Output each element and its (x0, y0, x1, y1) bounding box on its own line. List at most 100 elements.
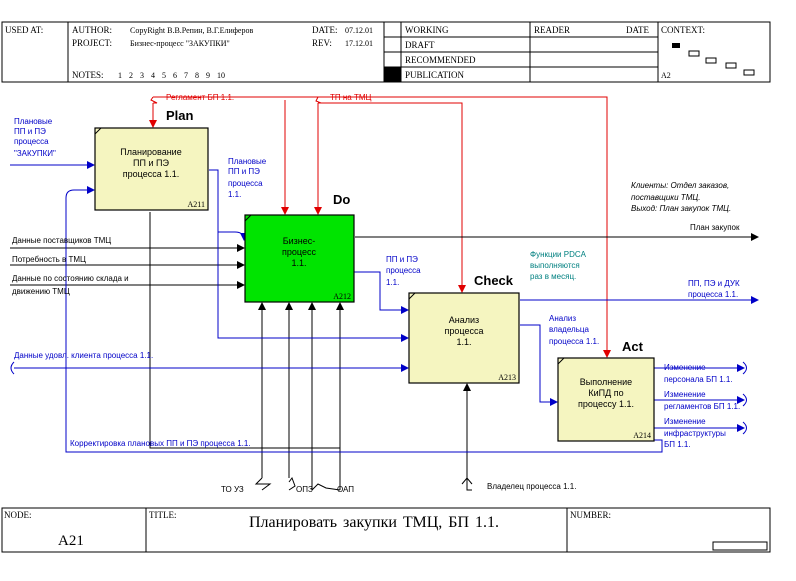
status-publication: PUBLICATION (405, 70, 465, 80)
activity-check[interactable]: Анализ процесса 1.1. A213 (408, 292, 520, 384)
activity-act-name-2: КиПД по (588, 388, 623, 398)
activity-check-name-3: 1.1. (456, 337, 471, 347)
activity-do-name-3: 1.1. (291, 258, 306, 268)
notes-label: NOTES: (72, 70, 104, 80)
activity-act[interactable]: Выполнение КиПД по процессу 1.1. A214 (557, 357, 655, 442)
number-label: NUMBER: (570, 510, 611, 520)
activity-act-name-3: процессу 1.1. (578, 399, 634, 409)
label-do-output: ПП и ПЭ процесса 1.1. (386, 255, 421, 287)
svg-text:Плановые: Плановые (228, 157, 267, 166)
do-output-arrow (354, 271, 409, 314)
node-value: A21 (58, 533, 84, 549)
svg-text:ПП и ПЭ: ПП и ПЭ (14, 127, 46, 136)
svg-text:ПП, ПЭ и ДУК: ПП, ПЭ и ДУК (688, 279, 740, 288)
svg-text:Изменение: Изменение (664, 390, 706, 399)
correction-arrow (65, 186, 663, 453)
label-to-uz: ТО УЗ (221, 485, 244, 494)
activity-plan[interactable]: Планирование ПП и ПЭ процесса 1.1. A211 (94, 127, 209, 211)
label-plan-out: План закупок (690, 223, 740, 232)
reader-label: READER (534, 25, 570, 35)
label-personnel-change: Изменение персонала БП 1.1. (664, 363, 733, 384)
flow-arrows (10, 161, 759, 453)
date-label: DATE: (312, 25, 338, 35)
svg-text:процесса: процесса (228, 179, 263, 188)
label-oap: ОАП (337, 485, 354, 494)
svg-text:процесса: процесса (386, 266, 421, 275)
label-pp-pe-duk: ПП, ПЭ и ДУК процесса 1.1. (688, 279, 740, 299)
activity-do-tag: Do (333, 192, 350, 207)
label-input-plans: Плановые ПП и ПЭ процесса "ЗАКУПКИ" (14, 117, 56, 158)
owner-analysis-arrow (520, 324, 558, 406)
activity-check-tag: Check (474, 273, 514, 288)
node-label: NODE: (4, 510, 32, 520)
control-arrows (149, 96, 611, 358)
svg-text:раз в месяц.: раз в месяц. (530, 272, 576, 281)
svg-text:ПП и ПЭ: ПП и ПЭ (386, 255, 418, 264)
label-ops: ОПЗ (296, 485, 313, 494)
project-label: PROJECT: (72, 38, 112, 48)
svg-text:выполняются: выполняются (530, 261, 580, 270)
label-warehouse-data: Данные по состоянию склада и движению ТМ… (12, 274, 129, 296)
svg-text:Анализ: Анализ (549, 314, 576, 323)
activity-check-node: A213 (498, 373, 516, 382)
label-tp-tmc: ТП на ТМЦ (330, 93, 372, 102)
rev-label: REV: (312, 38, 332, 48)
plan-output-arrow (209, 169, 235, 233)
activity-do-node: A212 (333, 292, 351, 301)
status-recommended: RECOMMENDED (405, 55, 476, 65)
label-owner-analysis: Анализ владельца процесса 1.1. (549, 314, 599, 346)
label-correction: Корректировка плановых ПП и ПЭ процесса … (70, 439, 251, 448)
svg-text:Выход: План закупок ТМЦ.: Выход: План закупок ТМЦ. (631, 204, 731, 213)
activity-act-name-1: Выполнение (580, 377, 632, 387)
rev-value: 17.12.01 (345, 39, 373, 48)
svg-text:1.1.: 1.1. (228, 190, 241, 199)
label-tmc-need: Потребность в ТМЦ (12, 255, 86, 264)
svg-text:Клиенты: Отдел заказов,: Клиенты: Отдел заказов, (631, 181, 729, 190)
context-node: A2 (661, 71, 671, 80)
context-label: CONTEXT: (661, 25, 705, 35)
notes-numbers: 1 2 3 4 5 6 7 8 9 10 (118, 71, 225, 80)
activity-plan-node: A211 (188, 200, 205, 209)
used-at-label: USED AT: (5, 25, 43, 35)
label-supplier-data: Данные поставщиков ТМЦ (12, 236, 111, 245)
activity-do[interactable]: Бизнес- процесс 1.1. A212 (244, 214, 355, 303)
author-value: CopyRight В.В.Репин, В.Г.Елиферов (130, 26, 253, 35)
label-clients-note: Клиенты: Отдел заказов, поставщики ТМЦ. … (631, 181, 731, 213)
svg-text:движению ТМЦ: движению ТМЦ (12, 287, 70, 296)
svg-text:процесса: процесса (14, 137, 49, 146)
project-value: Бизнес-процесс "ЗАКУПКИ" (130, 39, 230, 48)
svg-text:Изменение: Изменение (664, 417, 706, 426)
svg-text:Данные по состоянию склада и: Данные по состоянию склада и (12, 274, 129, 283)
activity-plan-tag: Plan (166, 108, 194, 123)
activity-act-tag: Act (622, 339, 644, 354)
svg-text:инфраструктуры: инфраструктуры (664, 429, 726, 438)
status-draft: DRAFT (405, 40, 435, 50)
label-reglament-change: Изменение регламентов БП 1.1. (664, 390, 740, 411)
svg-text:Плановые: Плановые (14, 117, 53, 126)
svg-text:поставщики ТМЦ.: поставщики ТМЦ. (631, 193, 700, 202)
activity-plan-name-1: Планирование (120, 147, 181, 157)
svg-text:персонала БП 1.1.: персонала БП 1.1. (664, 375, 733, 384)
title-label: TITLE: (149, 510, 177, 520)
black-arrows (10, 212, 759, 491)
label-infra-change: Изменение инфраструктуры БП 1.1. (664, 417, 726, 449)
label-reglament: Регламент БП 1.1. (166, 93, 234, 102)
author-label: AUTHOR: (72, 25, 112, 35)
svg-text:процесса 1.1.: процесса 1.1. (688, 290, 738, 299)
svg-text:процесса 1.1.: процесса 1.1. (549, 337, 599, 346)
diagram-title: Планировать закупки ТМЦ, БП 1.1. (249, 514, 499, 531)
activity-plan-name-2: ПП и ПЭ (133, 158, 169, 168)
svg-text:Функции PDCA: Функции PDCA (530, 250, 587, 259)
status-working: WORKING (405, 25, 449, 35)
svg-text:регламентов БП 1.1.: регламентов БП 1.1. (664, 402, 740, 411)
reader-date-label: DATE (626, 25, 649, 35)
label-plan-output: Плановые ПП и ПЭ процесса 1.1. (228, 157, 267, 199)
activity-plan-name-3: процесса 1.1. (123, 169, 179, 179)
svg-text:1.1.: 1.1. (386, 278, 399, 287)
svg-text:ПП и ПЭ: ПП и ПЭ (228, 167, 260, 176)
activity-do-name-2: процесс (282, 247, 316, 257)
svg-text:"ЗАКУПКИ": "ЗАКУПКИ" (14, 149, 56, 158)
date-value: 07.12.01 (345, 26, 373, 35)
activity-check-name-1: Анализ (449, 315, 479, 325)
